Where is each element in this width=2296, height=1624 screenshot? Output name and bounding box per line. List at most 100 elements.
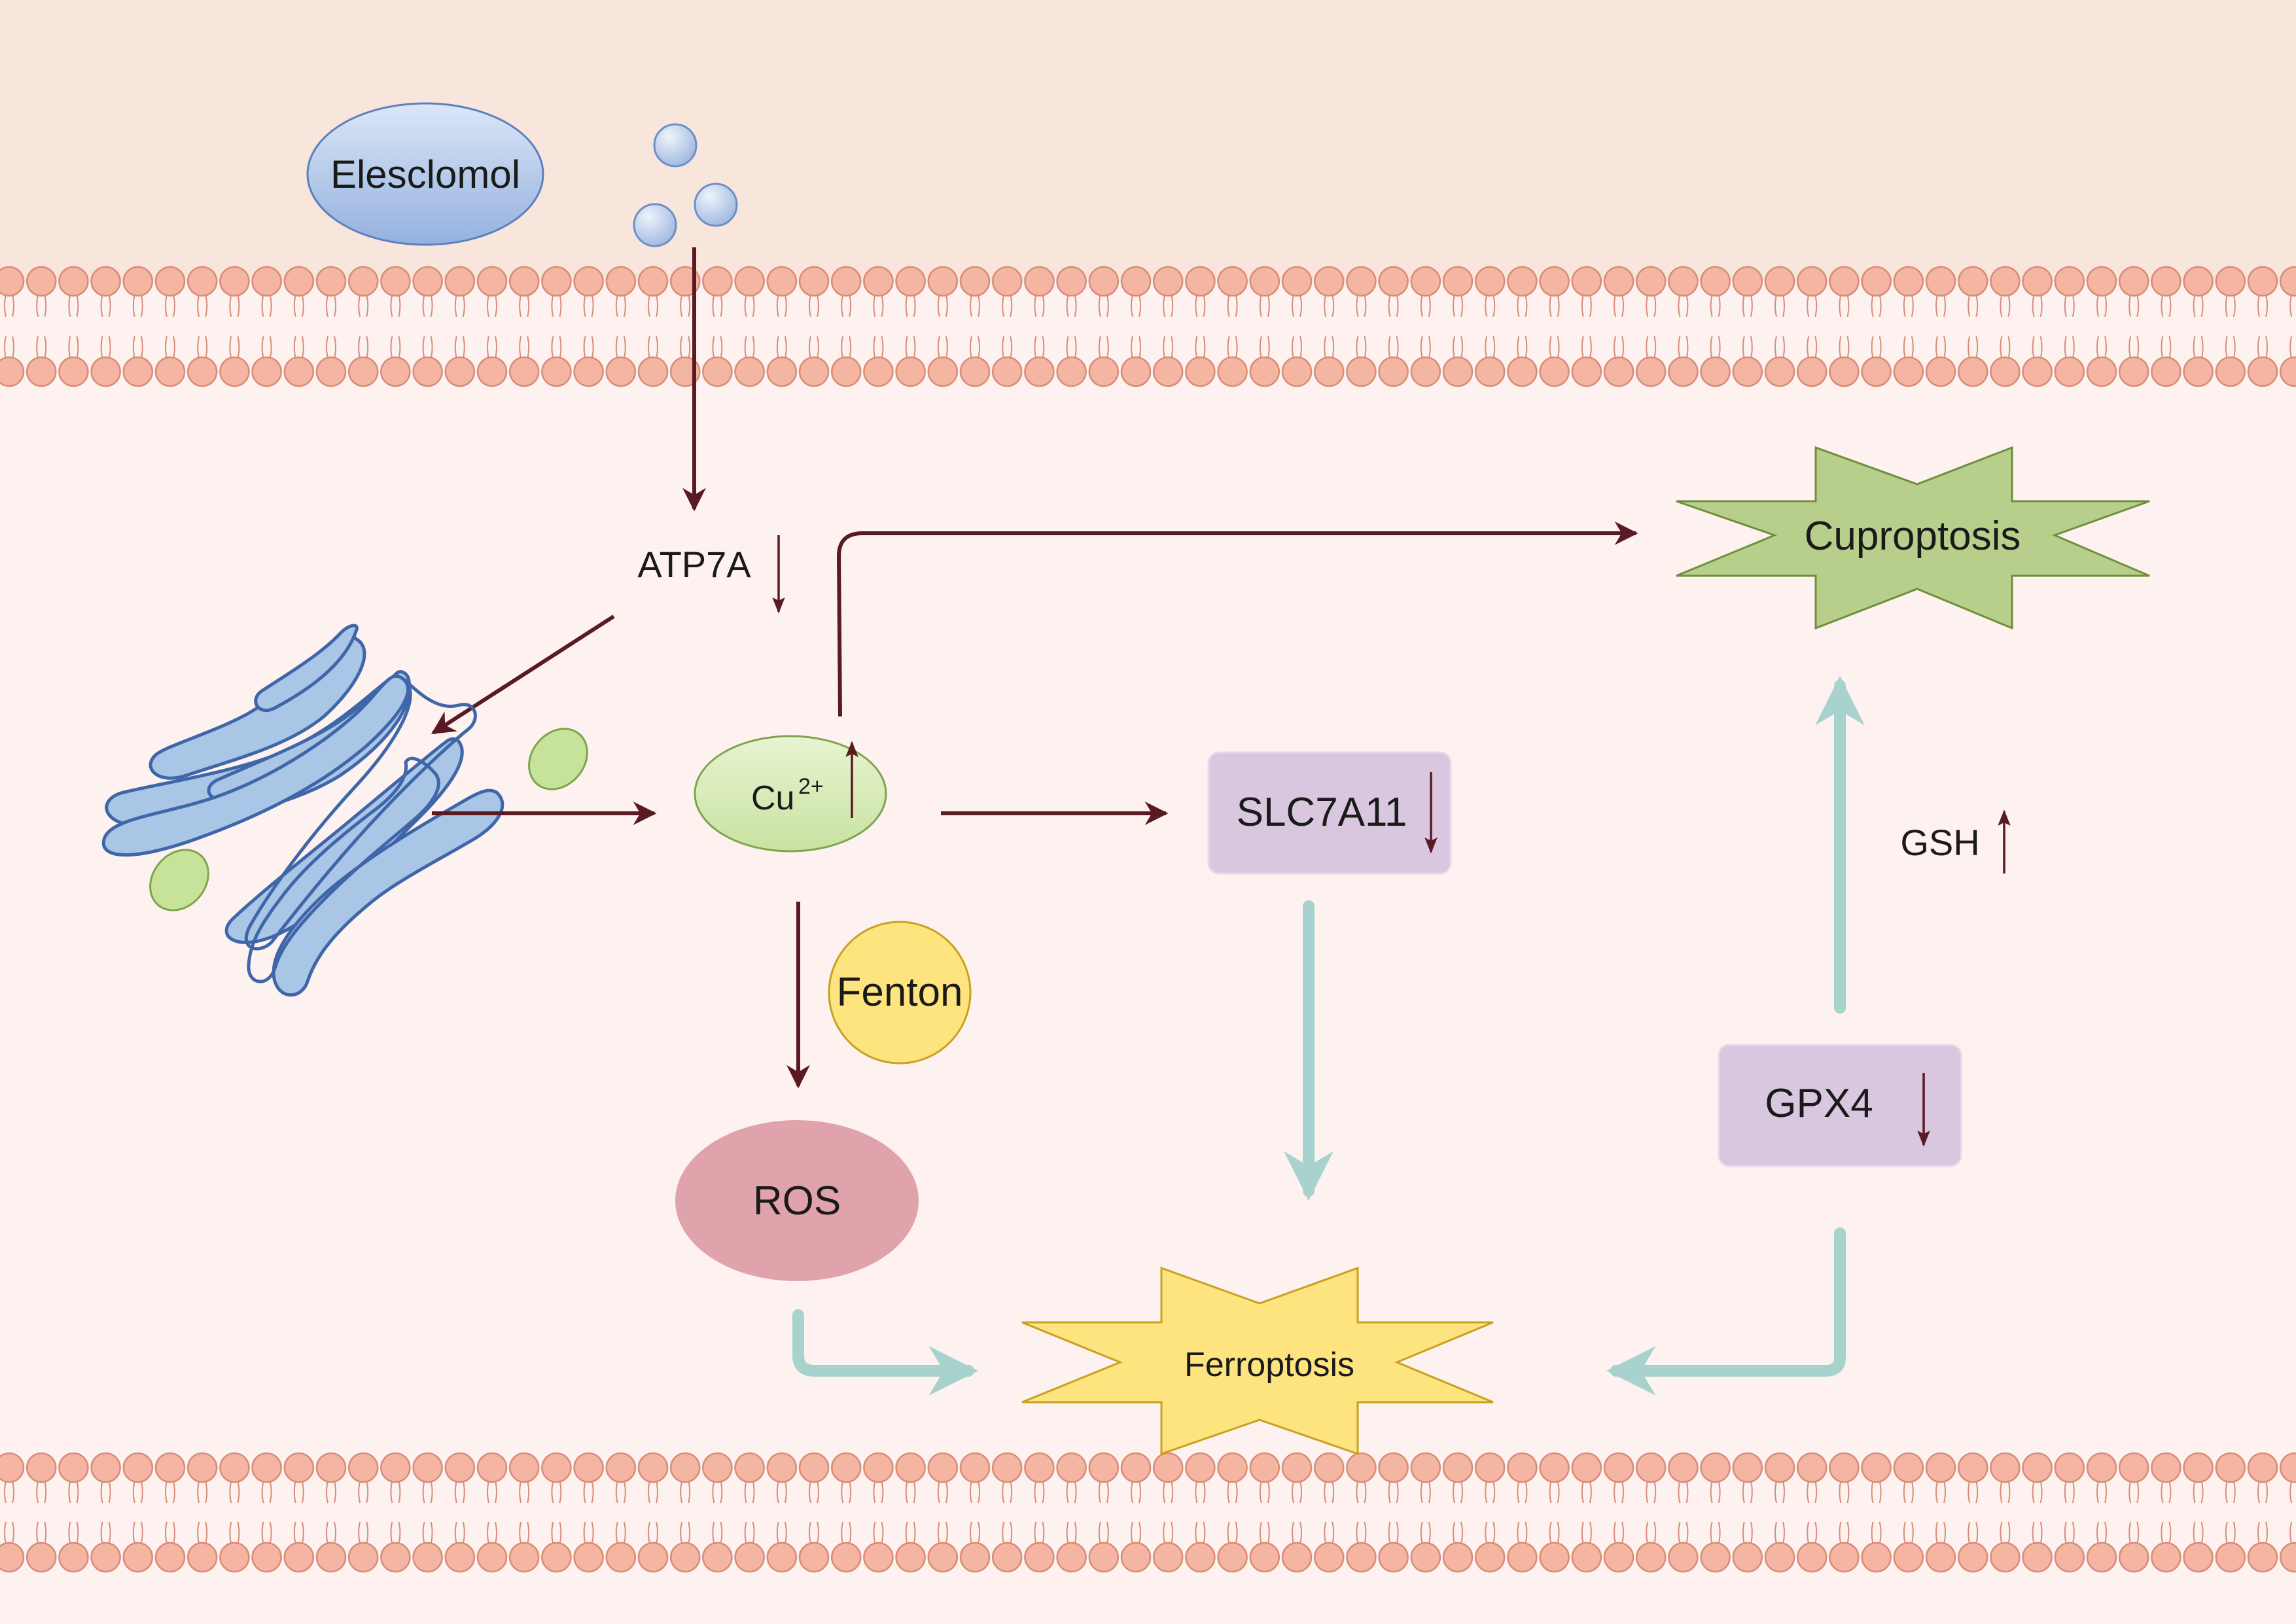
elesclomol-node: [306, 102, 544, 246]
lipid-tail: [326, 1480, 336, 1504]
lipid-tail: [293, 336, 304, 359]
lipid-tail: [2257, 1521, 2268, 1545]
lipid-head: [991, 356, 1023, 387]
lipid-head: [1346, 1542, 1377, 1573]
lipid-head: [1700, 266, 1731, 297]
lipid-tail: [2193, 1521, 2204, 1545]
lipid-tail: [422, 336, 433, 359]
lipid-tail: [261, 1521, 272, 1545]
lipid-tail: [1195, 294, 1206, 317]
lipid-head: [1700, 356, 1731, 387]
lipid-tail: [615, 1480, 626, 1504]
lipid-head: [444, 356, 476, 387]
lipid-head: [1990, 266, 2021, 297]
lipid-head: [2215, 1452, 2246, 1483]
lipid-tail: [68, 1521, 79, 1545]
lipid-head: [1957, 356, 1988, 387]
lipid-head: [1378, 1542, 1409, 1573]
lipid-head: [58, 356, 89, 387]
lipid-head: [1056, 266, 1087, 297]
lipid-tail: [326, 1521, 336, 1545]
lipid-head: [1668, 356, 1699, 387]
lipid-tail: [1935, 1480, 1946, 1504]
lipid-head: [1507, 1452, 1538, 1483]
lipid-head: [1185, 1542, 1216, 1573]
lipid-head: [1668, 1452, 1699, 1483]
lipid-tail: [1131, 294, 1141, 317]
lipid-tail: [1903, 1521, 1914, 1545]
lipid-tail: [1420, 294, 1431, 317]
lipid-tail: [1259, 336, 1270, 359]
ros-node: [675, 1120, 919, 1281]
lipid-tail: [1646, 1480, 1657, 1504]
lipid-head: [959, 1542, 991, 1573]
lipid-head: [1281, 356, 1313, 387]
lipid-tail: [1034, 1521, 1045, 1545]
lipid-tail: [1195, 1480, 1206, 1504]
lipid-tail: [937, 1521, 948, 1545]
lipid-tail: [1903, 294, 1914, 317]
lipid-head: [122, 266, 154, 297]
lipid-head: [444, 266, 476, 297]
lipid-head: [605, 1452, 637, 1483]
lipid-tail: [1871, 294, 1882, 317]
lipid-tail: [519, 294, 530, 317]
lipid-tail: [1968, 336, 1979, 359]
lipid-tail: [809, 336, 819, 359]
lipid-tail: [454, 336, 465, 359]
lipid-head: [830, 1542, 862, 1573]
lipid-tail: [776, 336, 787, 359]
lipid-tail: [712, 336, 723, 359]
lipid-head: [1378, 356, 1409, 387]
lipid-tail: [712, 1521, 723, 1545]
lipid-head: [1925, 356, 1956, 387]
lipid-head: [1507, 356, 1538, 387]
lipid-tail: [1420, 1480, 1431, 1504]
lipid-head: [219, 266, 250, 297]
lipid-tail: [422, 1521, 433, 1545]
lipid-head: [283, 1452, 315, 1483]
lipid-head: [508, 1452, 540, 1483]
lipid-tail: [583, 1480, 594, 1504]
lipid-head: [1152, 356, 1184, 387]
lipid-head: [2215, 356, 2246, 387]
lipid-head: [1024, 266, 1055, 297]
lipid-head: [798, 356, 830, 387]
lipid-head: [0, 1452, 25, 1483]
lipid-tail: [1163, 294, 1174, 317]
lipid-head: [347, 1452, 379, 1483]
lipid-head: [1056, 1452, 1087, 1483]
lipid-tail: [519, 1521, 530, 1545]
lipid-head: [1088, 1452, 1120, 1483]
lipid-head: [2215, 1542, 2246, 1573]
lipid-head: [122, 1452, 154, 1483]
lipid-tail: [197, 1480, 208, 1504]
lipid-head: [541, 1452, 572, 1483]
lipid-tail: [1066, 294, 1077, 317]
lipid-head: [1120, 1542, 1152, 1573]
cuproptosis-label: Cuproptosis: [1805, 514, 2021, 559]
lipid-tail: [2032, 294, 2043, 317]
lipid-tail: [1324, 294, 1335, 317]
lipid-tail: [648, 1521, 658, 1545]
lipid-head: [2215, 266, 2246, 297]
lipid-head: [1249, 356, 1280, 387]
lipid-head: [1024, 1452, 1055, 1483]
lipid-head: [573, 1452, 604, 1483]
lipid-tail: [1581, 1521, 1592, 1545]
lipid-tail: [712, 1480, 723, 1504]
lipid-tail: [1292, 336, 1302, 359]
lipid-tail: [1581, 1480, 1592, 1504]
lipid-head: [1635, 1452, 1667, 1483]
lipid-head: [26, 356, 57, 387]
lipid-tail: [1227, 336, 1238, 359]
lipid-head: [1378, 1452, 1409, 1483]
lipid-tail: [1678, 1521, 1689, 1545]
lipid-tail: [1292, 1480, 1302, 1504]
lipid-tail: [615, 336, 626, 359]
lipid-head: [541, 1542, 572, 1573]
lipid-tail: [1292, 1521, 1302, 1545]
lipid-tail: [1388, 1480, 1399, 1504]
lipid-tail: [390, 1521, 401, 1545]
lipid-tail: [1517, 1521, 1528, 1545]
